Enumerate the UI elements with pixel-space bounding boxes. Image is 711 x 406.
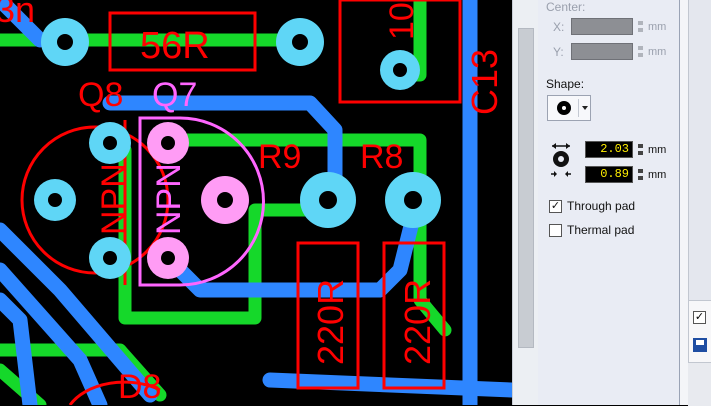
through-pad-label: Through pad	[567, 199, 636, 213]
pad-diameter-unit: mm	[648, 144, 667, 156]
round-pad-icon	[557, 101, 571, 115]
pad-hole	[103, 251, 117, 265]
green-trace-right	[413, 193, 452, 337]
blue-trace-diagonal-3	[0, 292, 38, 405]
pad-hole	[161, 251, 175, 265]
pad-hole	[319, 191, 337, 209]
q8-type-label: NPN	[95, 163, 133, 235]
x-spin-icon[interactable]	[638, 21, 643, 32]
y-spin-icon[interactable]	[638, 46, 643, 57]
c13-outline	[338, 0, 462, 104]
y-unit: mm	[648, 46, 667, 58]
through-pad-checkbox[interactable]: ✓	[549, 200, 562, 213]
vertical-scrollbar[interactable]	[512, 0, 538, 405]
pad-hole	[161, 136, 175, 150]
r220a-label: 220R	[310, 279, 351, 365]
save-icon[interactable]	[693, 338, 707, 352]
pad-properties-panel: Center: X: mm Y: mm Shape: 2.03 mm 0.89 …	[538, 0, 680, 405]
pad-hole	[292, 34, 308, 50]
dropdown-divider	[578, 99, 579, 117]
shape-label: Shape:	[546, 77, 585, 91]
pcb-canvas[interactable]: 3n 56R Q8 Q7 R9 R8 D8 NPN NPN 220R 220R …	[0, 0, 512, 405]
center-label: Center:	[546, 0, 586, 14]
pad-hole	[103, 136, 117, 150]
q7-type-label: NPN	[150, 163, 188, 235]
pcb-layout[interactable]: 3n 56R Q8 Q7 R9 R8 D8 NPN NPN 220R 220R …	[0, 0, 512, 405]
q8-outline	[20, 125, 170, 275]
shape-dropdown[interactable]	[547, 95, 591, 121]
pad-hole	[393, 63, 407, 77]
q7-outline	[138, 116, 265, 287]
r220b-label: 220R	[397, 279, 438, 365]
pad-diameter-spin-icon[interactable]	[638, 144, 643, 155]
hole-diameter-unit: mm	[648, 169, 667, 181]
r56-outline	[108, 11, 257, 72]
chevron-down-icon[interactable]	[582, 106, 588, 110]
pad-hole	[48, 193, 62, 207]
pad-hole	[57, 34, 73, 50]
blue-trace-corner	[0, 0, 48, 48]
blue-trace-bottom	[262, 372, 512, 398]
scrollbar-thumb[interactable]	[518, 28, 534, 348]
blue-trace-r8	[162, 202, 423, 298]
r56-label: 56R	[140, 25, 210, 67]
y-label: Y:	[553, 45, 564, 59]
pads	[34, 18, 441, 279]
r9-label: R9	[258, 138, 301, 176]
blue-trace-top	[102, 95, 343, 203]
side-pane: ✓	[680, 0, 711, 406]
hole-diameter-field[interactable]: 0.89	[585, 166, 633, 183]
side-pane-checkbox[interactable]: ✓	[693, 311, 706, 324]
q8-label: Q8	[78, 76, 123, 114]
pad-size-icon	[551, 143, 571, 177]
thermal-pad-checkbox[interactable]	[549, 224, 562, 237]
r220b-outline	[382, 241, 446, 390]
side-pane-body	[688, 0, 711, 300]
hole-diameter-spin-icon[interactable]	[638, 169, 643, 180]
side-pane-button[interactable]	[688, 362, 711, 406]
top-left-label: 3n	[0, 0, 35, 30]
c13-label: C13	[464, 49, 505, 115]
thermal-pad-label: Thermal pad	[567, 223, 635, 237]
pad-diameter-field[interactable]: 2.03	[585, 141, 633, 158]
blue-trace-diagonal-1	[0, 222, 158, 403]
d8-label: D8	[118, 368, 161, 405]
x-unit: mm	[648, 21, 667, 33]
top-copper-traces	[0, 0, 512, 405]
center-y-field[interactable]	[571, 43, 633, 60]
d8-outline	[68, 380, 161, 405]
r220a-outline	[296, 241, 360, 390]
q7-selected-outline	[138, 116, 265, 287]
x-label: X:	[553, 20, 565, 34]
blue-trace-diagonal-2	[0, 262, 108, 405]
r8-label: R8	[360, 138, 403, 176]
q7-label: Q7	[152, 76, 197, 114]
pad-hole	[404, 191, 422, 209]
c13-value-label: 10	[383, 2, 421, 40]
center-x-field[interactable]	[571, 18, 633, 35]
pad-hole	[217, 192, 233, 208]
